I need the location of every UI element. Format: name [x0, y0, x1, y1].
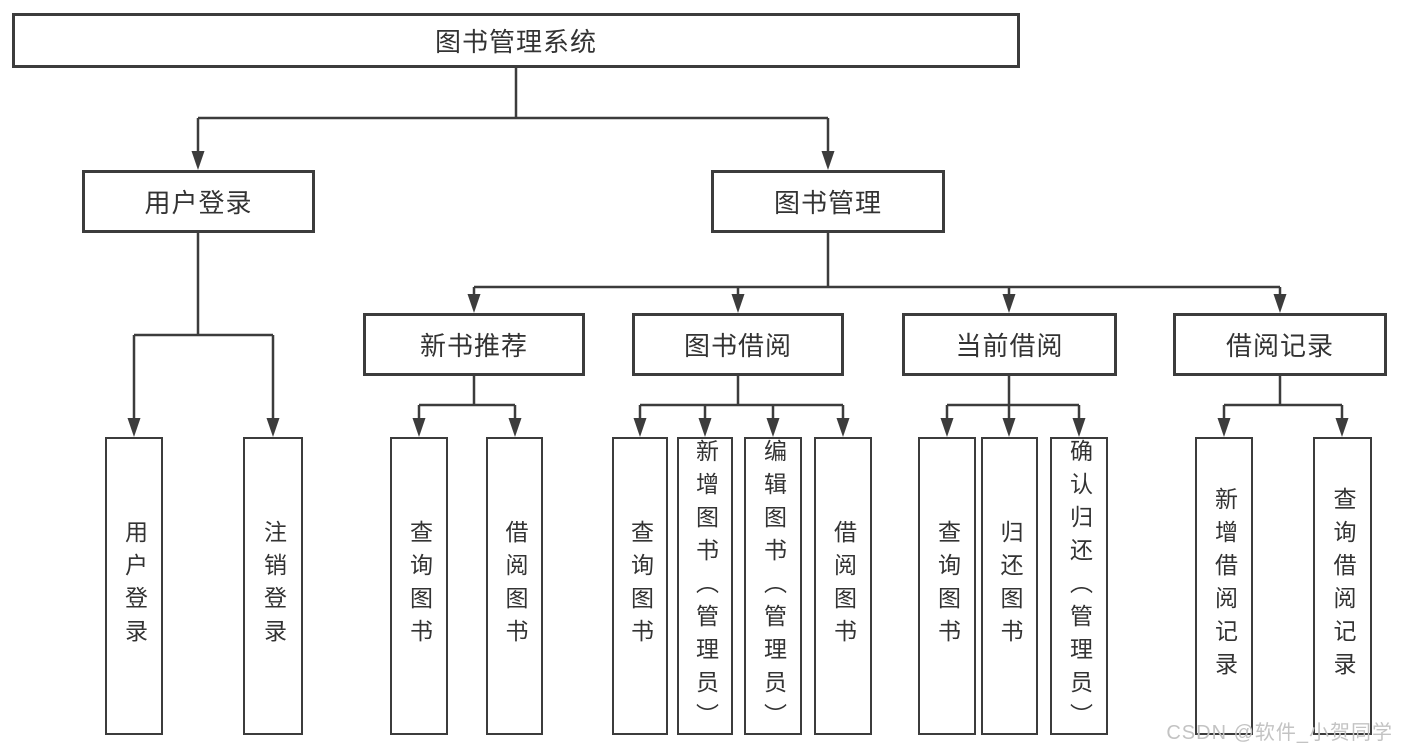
leaf-label: 查询图书 [934, 520, 961, 652]
arrow-icon [266, 418, 280, 437]
arrow-icon [1335, 418, 1349, 437]
node-current-borrowing: 当前借阅 [902, 313, 1117, 376]
arrow-icon [191, 151, 205, 170]
leaf-logout: 注销登录 [243, 437, 303, 735]
node-label: 图书管理 [773, 188, 882, 218]
leaf-label: 确认归还（管理员） [1066, 439, 1093, 736]
leaf-borrow-books-borrowing: 借阅图书 [814, 437, 872, 735]
node-label: 用户登录 [144, 188, 253, 218]
node-library-management-system: 图书管理系统 [12, 13, 1020, 68]
leaf-query-books-borrowing: 查询图书 [612, 437, 668, 735]
node-label: 当前借阅 [955, 331, 1064, 361]
leaf-label: 注销登录 [260, 520, 287, 652]
node-book-management: 图书管理 [711, 170, 945, 233]
connector-user-login [132, 233, 275, 419]
leaf-user-login: 用户登录 [105, 437, 163, 735]
leaf-return-books: 归还图书 [981, 437, 1038, 735]
leaf-query-books-current: 查询图书 [918, 437, 976, 735]
leaf-label: 查询图书 [627, 520, 654, 652]
leaf-borrow-books-recommend: 借阅图书 [486, 437, 543, 735]
node-label: 图书管理系统 [434, 27, 597, 57]
connector-new-book-recommend [417, 376, 517, 419]
leaf-confirm-return-admin: 确认归还（管理员） [1050, 437, 1108, 736]
arrow-icon [467, 294, 481, 313]
leaf-edit-book-admin: 编辑图书（管理员） [744, 437, 802, 736]
leaf-label: 编辑图书（管理员） [760, 439, 787, 736]
arrow-icon [821, 151, 835, 170]
leaf-label: 借阅图书 [830, 520, 857, 652]
node-label: 借阅记录 [1225, 331, 1334, 361]
connector-root [196, 68, 830, 152]
leaf-label: 用户登录 [121, 520, 148, 652]
connector-current-borrowing [945, 376, 1081, 419]
leaf-query-books-recommend: 查询图书 [390, 437, 448, 735]
node-user-login: 用户登录 [82, 170, 315, 233]
arrow-icon [1217, 418, 1231, 437]
leaf-add-book-admin: 新增图书（管理员） [677, 437, 733, 736]
connector-borrowing-records [1222, 376, 1344, 419]
arrow-icon [633, 418, 647, 437]
connector-book-borrowing [638, 376, 845, 419]
arrow-icon [508, 418, 522, 437]
watermark: CSDN @软件_小贺同学 [1166, 722, 1393, 744]
leaf-query-borrow-record: 查询借阅记录 [1313, 437, 1372, 735]
leaf-label: 新增图书（管理员） [692, 439, 719, 736]
leaf-label: 查询图书 [406, 520, 433, 652]
arrowheads [127, 151, 1349, 437]
leaf-add-borrow-record: 新增借阅记录 [1195, 437, 1253, 735]
arrow-icon [1273, 294, 1287, 313]
arrow-icon [412, 418, 426, 437]
leaf-label: 归还图书 [997, 520, 1023, 652]
node-borrowing-records: 借阅记录 [1173, 313, 1387, 376]
arrow-icon [940, 418, 954, 437]
arrow-icon [836, 418, 850, 437]
arrow-icon [127, 418, 141, 437]
connector-book-management [472, 233, 1282, 295]
leaf-label: 借阅图书 [502, 520, 528, 652]
arrow-icon [731, 294, 745, 313]
arrow-icon [766, 418, 780, 437]
arrow-icon [1002, 418, 1016, 437]
leaf-label: 查询借阅记录 [1330, 487, 1356, 685]
arrow-icon [1072, 418, 1086, 437]
leaf-label: 新增借阅记录 [1211, 487, 1238, 685]
arrow-icon [1002, 294, 1016, 313]
arrow-icon [698, 418, 712, 437]
node-label: 新书推荐 [419, 331, 528, 361]
node-label: 图书借阅 [683, 331, 792, 361]
node-book-borrowing: 图书借阅 [632, 313, 844, 376]
node-new-book-recommend: 新书推荐 [363, 313, 585, 376]
